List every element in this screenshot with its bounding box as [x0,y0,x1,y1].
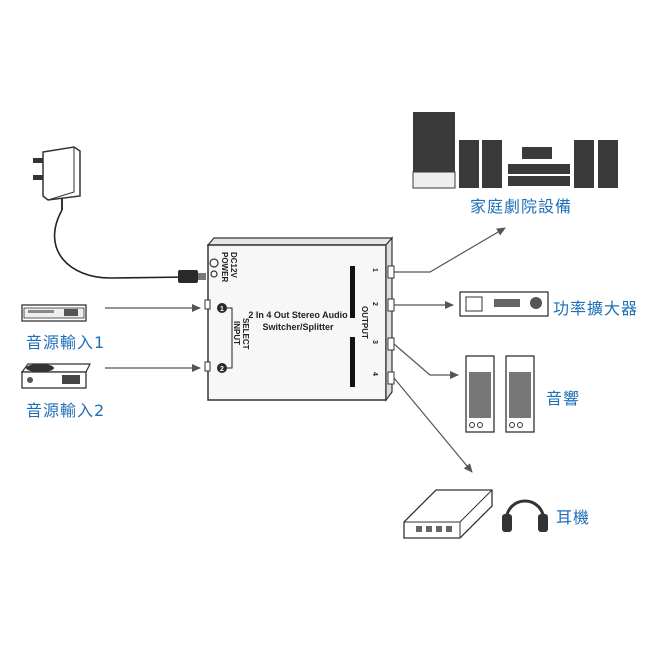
home-theater-icon [412,112,618,189]
output-arrow-3 [393,343,459,379]
home-theater-label: 家庭劇院設備 [470,197,573,216]
headphones-label: 耳機 [556,508,591,527]
power-adapter-icon [33,146,81,210]
output-number-3: 3 [371,340,378,344]
output-bar-bottom [350,337,355,387]
power-label: POWER [220,252,229,282]
output-number-4: 4 [371,372,378,376]
source1-device-icon [21,304,87,322]
power-jack-icon [209,258,219,268]
headphone-amp-icon [403,489,493,539]
power-led-icon [210,270,218,278]
output-number-1: 1 [371,268,378,272]
headphones-icon [502,499,548,532]
output-label: OUTPUT [360,306,369,339]
device-title-line2: Switcher/Splitter [262,322,334,332]
power-voltage-label: DC12V [229,252,238,278]
speakers-icon [465,355,535,433]
dc-plug-icon [178,270,206,283]
power-cable [53,209,191,279]
source2-label: 音源輸入2 [26,401,106,420]
amplifier-icon [459,291,549,317]
output-arrow-4 [393,377,473,473]
input-select-number-2: 2 [220,366,224,373]
output-bar-top [350,266,355,318]
input-select-button-1[interactable] [217,303,227,313]
input-select-label-2: SELECT [241,318,250,350]
source1-label: 音源輸入1 [26,333,106,352]
input-select-bracket [227,307,233,369]
speakers-label: 音響 [546,389,581,408]
output-arrow-1 [394,227,506,273]
switcher-device [204,236,395,402]
input-select-number-1: 1 [220,306,224,313]
device-title-line1: 2 In 4 Out Stereo Audio [248,310,348,320]
source2-cd-player-icon [20,363,91,389]
input-select-label: INPUT [232,321,241,345]
amplifier-label: 功率擴大器 [553,299,639,318]
output-number-2: 2 [371,302,378,306]
input-select-button-2[interactable] [217,363,227,373]
